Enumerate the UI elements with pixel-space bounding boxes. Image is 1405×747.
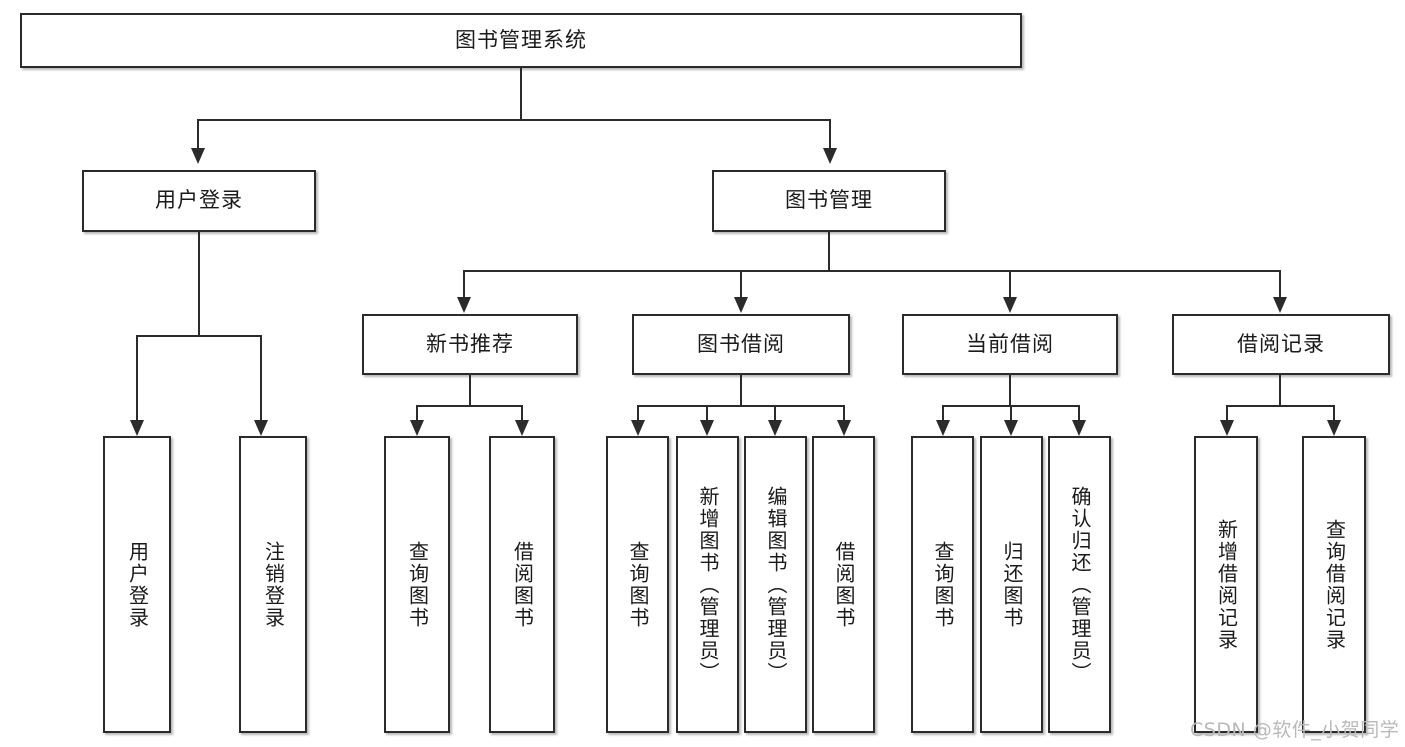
leaf-new-book-borrow-label: 借阅图书: [510, 540, 535, 629]
leaf-new-book-borrow[interactable]: 借阅图书: [489, 436, 555, 733]
leaf-book-borrow-borrow[interactable]: 借阅图书: [812, 436, 875, 733]
connector-book-borrow-to-leaf-1: [706, 405, 708, 421]
connector-current-borrow-to-leaf-2: [1078, 405, 1080, 421]
arrowhead-book-borrow-leaf-1: [700, 420, 714, 436]
connector-new-book-to-leaf-1: [521, 405, 523, 421]
arrowhead-current-borrow-leaf-1: [1004, 420, 1018, 436]
connector-root-stem: [520, 68, 522, 120]
connector-new-book-stem: [469, 375, 471, 406]
leaf-book-borrow-edit[interactable]: 编辑图书（管理员）: [744, 436, 807, 733]
connector-book-borrow-to-leaf-0: [637, 405, 639, 421]
arrowhead-user-login-leaf-0: [130, 420, 144, 436]
connector-book-borrow-bus: [637, 405, 845, 407]
arrowhead-new-book-leaf-1: [515, 420, 529, 436]
arrowhead-new-book-leaf-0: [410, 420, 424, 436]
connector-borrow-record-to-leaf-1: [1333, 405, 1335, 421]
leaf-user-login-logout[interactable]: 注销登录: [239, 436, 307, 733]
connector-borrow-record-stem: [1279, 375, 1281, 406]
leaf-current-borrow-return-label: 归还图书: [1000, 540, 1024, 629]
arrowhead-book-borrow-leaf-0: [631, 420, 645, 436]
arrowhead-to-user-login: [191, 148, 205, 164]
connector-book-manage-to-current-borrow: [1009, 270, 1011, 298]
connector-book-manage-stem: [828, 232, 830, 271]
connector-new-book-to-leaf-0: [416, 405, 418, 421]
leaf-current-borrow-return[interactable]: 归还图书: [980, 436, 1043, 733]
connector-book-manage-bus: [463, 270, 1281, 272]
connector-current-borrow-to-leaf-0: [942, 405, 944, 421]
leaf-borrow-record-query-label: 查询借阅记录: [1322, 518, 1347, 651]
leaf-new-book-query-label: 查询图书: [405, 540, 430, 629]
leaf-book-borrow-add-label: 新增图书（管理员）: [696, 485, 720, 684]
connector-borrow-record-bus: [1226, 405, 1335, 407]
leaf-borrow-record-query[interactable]: 查询借阅记录: [1302, 436, 1366, 733]
leaf-user-login-logout-label: 注销登录: [261, 540, 286, 629]
node-root-system[interactable]: 图书管理系统: [20, 13, 1022, 68]
arrowhead-borrow-record-leaf-1: [1327, 420, 1341, 436]
connector-book-borrow-to-leaf-3: [843, 405, 845, 421]
node-user-login[interactable]: 用户登录: [82, 170, 316, 232]
connector-user-login-stem: [198, 232, 200, 336]
arrowhead-to-new-book-recommend: [457, 297, 471, 313]
connector-root-to-user-login: [197, 119, 199, 149]
arrowhead-current-borrow-leaf-0: [936, 420, 950, 436]
leaf-book-borrow-edit-label: 编辑图书（管理员）: [764, 485, 788, 684]
node-root-system-label: 图书管理系统: [455, 27, 587, 52]
connector-current-borrow-stem: [1009, 375, 1011, 406]
connector-book-borrow-stem: [740, 375, 742, 406]
leaf-book-borrow-query-label: 查询图书: [626, 540, 650, 629]
arrowhead-to-current-borrow: [1003, 297, 1017, 313]
leaf-current-borrow-confirm-return[interactable]: 确认归还（管理员）: [1048, 436, 1111, 733]
leaf-borrow-record-add[interactable]: 新增借阅记录: [1194, 436, 1258, 733]
connector-book-borrow-to-leaf-2: [774, 405, 776, 421]
leaf-borrow-record-add-label: 新增借阅记录: [1214, 518, 1239, 651]
node-current-borrow[interactable]: 当前借阅: [902, 314, 1118, 375]
connector-book-manage-to-book-borrow: [740, 270, 742, 298]
leaf-user-login-login-label: 用户登录: [125, 540, 150, 629]
arrowhead-borrow-record-leaf-0: [1220, 420, 1234, 436]
node-new-book-recommend[interactable]: 新书推荐: [362, 314, 578, 375]
connector-current-borrow-to-leaf-1: [1010, 405, 1012, 421]
connector-user-login-to-leaf-1: [260, 335, 262, 421]
arrowhead-user-login-leaf-1: [254, 420, 268, 436]
arrowhead-book-borrow-leaf-3: [837, 420, 851, 436]
arrowhead-to-book-manage: [823, 148, 837, 164]
node-book-manage-label: 图书管理: [785, 188, 873, 213]
arrowhead-current-borrow-leaf-2: [1072, 420, 1086, 436]
arrowhead-to-borrow-record: [1273, 297, 1287, 313]
leaf-current-borrow-query[interactable]: 查询图书: [911, 436, 974, 733]
connector-user-login-bus: [136, 335, 262, 337]
node-book-borrow[interactable]: 图书借阅: [632, 314, 850, 375]
arrowhead-to-book-borrow: [734, 297, 748, 313]
leaf-user-login-login[interactable]: 用户登录: [103, 436, 171, 733]
node-new-book-recommend-label: 新书推荐: [426, 331, 514, 356]
node-borrow-record[interactable]: 借阅记录: [1172, 314, 1390, 375]
connector-root-bus: [197, 119, 831, 121]
connector-user-login-to-leaf-0: [136, 335, 138, 421]
leaf-book-borrow-add[interactable]: 新增图书（管理员）: [676, 436, 739, 733]
connector-new-book-bus: [416, 405, 523, 407]
connector-borrow-record-to-leaf-0: [1226, 405, 1228, 421]
leaf-current-borrow-confirm-return-label: 确认归还（管理员）: [1068, 485, 1092, 684]
leaf-current-borrow-query-label: 查询图书: [931, 540, 955, 629]
node-current-borrow-label: 当前借阅: [966, 331, 1054, 356]
node-user-login-label: 用户登录: [155, 188, 243, 213]
connector-root-to-book-manage: [829, 119, 831, 149]
leaf-book-borrow-borrow-label: 借阅图书: [832, 540, 856, 629]
connector-book-manage-to-borrow-record: [1279, 270, 1281, 298]
leaf-book-borrow-query[interactable]: 查询图书: [606, 436, 669, 733]
node-book-borrow-label: 图书借阅: [697, 331, 785, 356]
leaf-new-book-query[interactable]: 查询图书: [384, 436, 450, 733]
connector-book-manage-to-new-book: [463, 270, 465, 298]
node-book-manage[interactable]: 图书管理: [712, 170, 946, 232]
csdn-watermark: CSDN @软件_小贺同学: [1190, 719, 1400, 741]
arrowhead-book-borrow-leaf-2: [768, 420, 782, 436]
node-borrow-record-label: 借阅记录: [1237, 331, 1325, 356]
